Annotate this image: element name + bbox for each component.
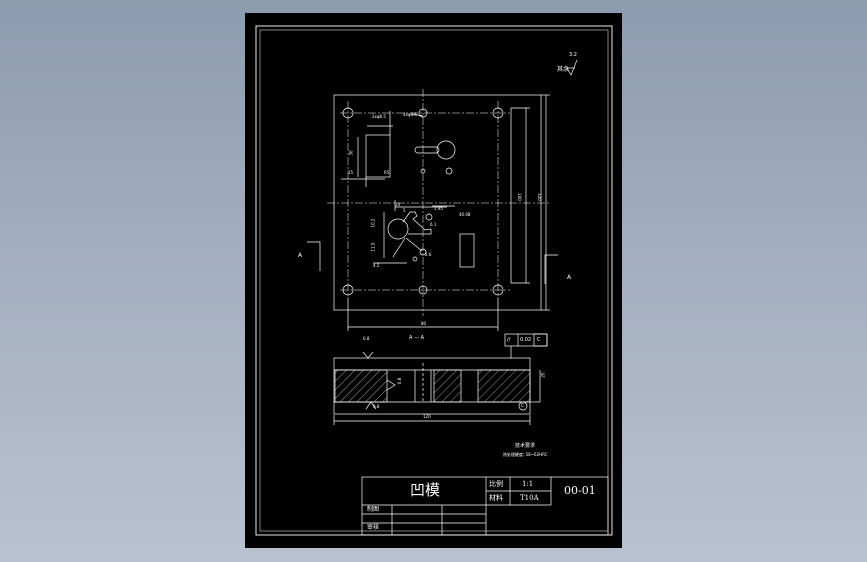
dim-d: 6.1: [430, 222, 437, 227]
right-dimensions: [510, 94, 550, 311]
dim-f: 2.6: [425, 252, 432, 257]
dim-section-height: 20: [540, 372, 546, 378]
dim-r: R5: [384, 170, 390, 175]
dim-e: 40.08: [459, 212, 471, 217]
dim-c: 4.5: [373, 263, 380, 268]
roughness-top: 0.8: [363, 336, 370, 341]
tolerance-symbol: //: [507, 337, 511, 343]
drawn-label: 制图: [367, 506, 380, 513]
drawing-number: 00-01: [564, 484, 596, 497]
checked-label: 审核: [367, 524, 380, 531]
tech-requirements-title: 技术要求: [515, 443, 536, 449]
mounting-holes: [342, 107, 504, 296]
tolerance-value: 0.02: [520, 337, 532, 343]
section-view-title: A — A: [409, 335, 425, 341]
section-label-right: A: [567, 274, 572, 281]
roughness-bottom: 0.8: [373, 404, 380, 409]
dim-hole-label-2: 2xφ8.5: [372, 114, 386, 119]
tech-requirements-text: 热处理硬度: 58~62HRC: [503, 452, 548, 457]
material-value: T10A: [520, 494, 539, 502]
drawing-sheet: 其余 3.2 2xφ8.5 4xφ8.5 30 15 R5 14 5 1.95 …: [245, 13, 622, 548]
die-plate-plan: [333, 94, 542, 311]
surface-finish-other-label: 其余: [557, 66, 570, 73]
dim-14: 14: [395, 202, 401, 207]
upper-cavity: [414, 140, 456, 175]
dim-left-v2: 15: [348, 170, 354, 175]
section-label-left: A: [298, 252, 303, 259]
dim-right-inner: 100: [516, 193, 522, 201]
material-label: 材料: [489, 494, 503, 502]
tolerance-datum: C: [537, 337, 541, 343]
scale-value: 1:1: [522, 480, 534, 488]
dim-left-v1: 30: [348, 150, 354, 156]
dim-15: 1.95: [434, 206, 443, 211]
center-cavity: [373, 200, 475, 268]
surface-finish-value: 3.2: [569, 52, 577, 58]
bottom-dimensions: [347, 298, 499, 331]
section-cut-markers: [307, 241, 558, 284]
dim-b: 11.5: [370, 242, 376, 252]
tolerance-frame: [504, 333, 548, 358]
datum-label: C: [521, 403, 525, 409]
leader-lines: [405, 113, 424, 252]
drawing-title: 凹模: [410, 481, 441, 499]
dim-section-width: 120: [423, 414, 431, 419]
upper-left-pocket: [341, 111, 393, 187]
title-block: [361, 476, 609, 536]
dim-right-outer: 120: [536, 193, 542, 201]
dim-5: 5: [403, 208, 406, 213]
center-lines: [327, 89, 550, 316]
drawing-border: [255, 25, 613, 536]
cad-drawing: [255, 25, 613, 536]
roughness-side: 0.8: [397, 377, 403, 385]
dim-bottom-width: 80: [421, 321, 427, 326]
dim-hole-label-1: 4xφ8.5: [403, 112, 417, 117]
dim-a: 10.2: [370, 218, 376, 228]
drawing-inner-border: [259, 29, 609, 532]
section-view: [333, 351, 541, 425]
roughness-symbol: [566, 59, 578, 76]
scale-label: 比例: [489, 480, 503, 488]
